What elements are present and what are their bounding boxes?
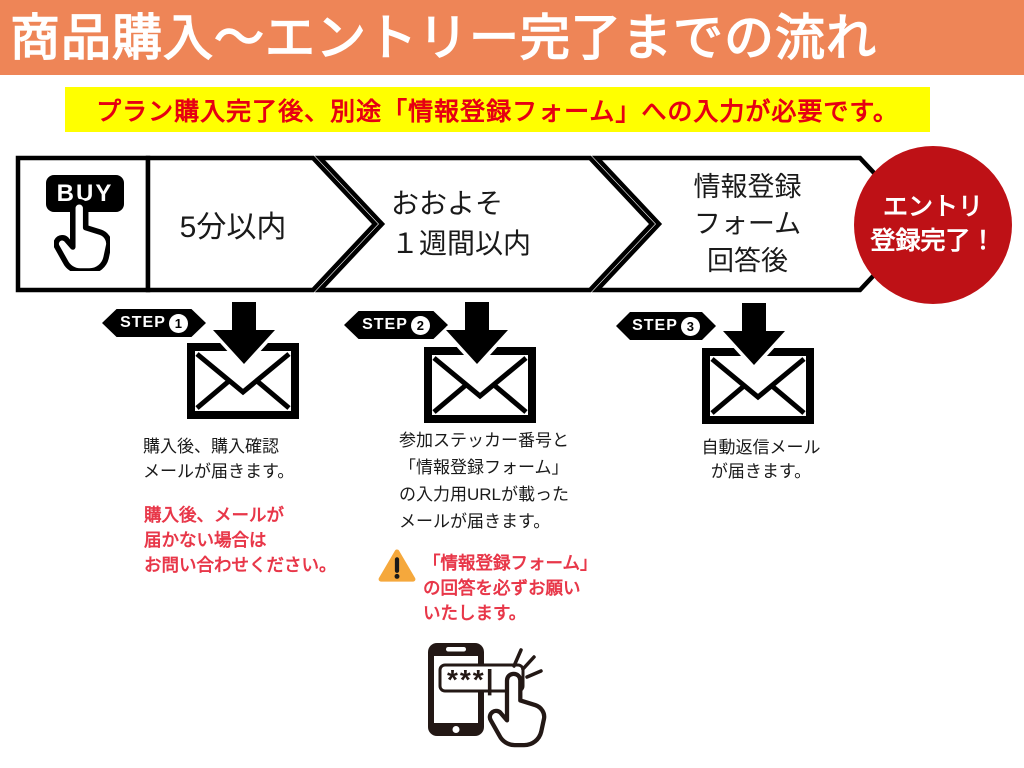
flow-diagram bbox=[15, 146, 1012, 304]
notice-banner: プラン購入完了後、別途「情報登録フォーム」への入力が必要です。 bbox=[65, 87, 930, 132]
buy-icon: BUY bbox=[18, 158, 148, 290]
step3-badge-number: 3 bbox=[680, 316, 700, 336]
step2-badge: STEP 2 bbox=[344, 311, 448, 339]
step1-badge-label: STEP bbox=[120, 314, 166, 331]
stage-label-3-text: 情報登録 フォーム 回答後 bbox=[693, 171, 802, 276]
pointer-hand-icon bbox=[487, 671, 547, 748]
password-field bbox=[438, 663, 525, 693]
stage-chevron-1 bbox=[145, 155, 379, 293]
header-banner: 商品購入〜エントリー完了までの流れ bbox=[0, 0, 1024, 75]
envelope-icon bbox=[702, 348, 814, 424]
step1-badge: STEP 1 bbox=[102, 309, 206, 337]
step1-badge-number: 1 bbox=[168, 313, 188, 333]
goal-label-text: エントリ 登録完了！ bbox=[870, 193, 996, 255]
goal-circle bbox=[854, 146, 1012, 304]
down-arrow-icon bbox=[213, 302, 275, 364]
phone-home-button bbox=[452, 726, 460, 733]
stage-chevron-2 bbox=[314, 155, 656, 293]
warning-triangle-icon bbox=[378, 549, 416, 582]
stage-chevron-3 bbox=[591, 155, 926, 293]
step3-badge-label: STEP bbox=[632, 317, 678, 334]
step2-badge-label: STEP bbox=[362, 316, 408, 333]
stage-label-1: 5分以内 bbox=[150, 158, 316, 290]
page-title: 商品購入〜エントリー完了までの流れ bbox=[10, 9, 877, 66]
step3-badge: STEP 3 bbox=[616, 312, 716, 340]
stage-label-2: おおよそ １週間以内 bbox=[330, 158, 592, 290]
step2-description: 参加ステッカー番号と 「情報登録フォーム」 の入力用URLが載った メールが届き… bbox=[399, 431, 570, 531]
notice-text: プラン購入完了後、別途「情報登録フォーム」への入力が必要です。 bbox=[96, 97, 899, 126]
stage-label-2-text: おおよそ １週間以内 bbox=[390, 188, 531, 259]
pointer-hand-icon bbox=[54, 199, 110, 271]
stage-label-3: 情報登録 フォーム 回答後 bbox=[645, 158, 850, 290]
step2-badge-number: 2 bbox=[410, 315, 430, 335]
down-arrow-icon bbox=[723, 303, 785, 365]
phone-speaker bbox=[446, 647, 466, 652]
phone-password-icon: ***| bbox=[428, 643, 547, 748]
down-arrow-icon bbox=[446, 302, 508, 364]
step1-description: 購入後、購入確認 メールが届きます。 bbox=[143, 437, 295, 481]
goal-label: エントリ 登録完了！ bbox=[855, 145, 1011, 303]
step3-description: 自動返信メール が届きます。 bbox=[701, 438, 821, 481]
step2-warning: 「情報登録フォーム」 の回答を必ずお願い いたします。 bbox=[423, 553, 598, 623]
password-field-text: ***| bbox=[447, 664, 496, 695]
tap-emphasis-lines bbox=[512, 648, 543, 679]
stage-label-1-text: 5分以内 bbox=[179, 211, 287, 244]
step1-note: 購入後、メールが 届かない場合は お問い合わせください。 bbox=[144, 505, 337, 575]
